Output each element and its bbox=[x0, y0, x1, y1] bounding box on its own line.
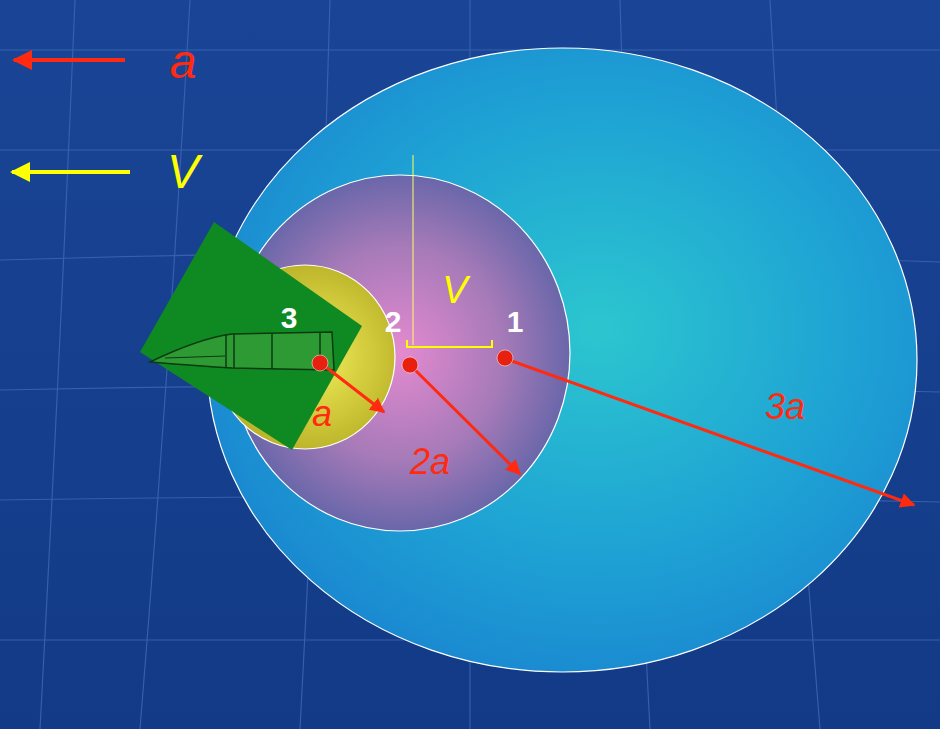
radius-label: a bbox=[312, 396, 332, 432]
radius-arrows bbox=[322, 359, 914, 505]
motion-label: V bbox=[167, 148, 199, 196]
point-number: 1 bbox=[507, 307, 524, 337]
velocity-arrow bbox=[12, 170, 130, 174]
radius-label: 2a bbox=[410, 444, 450, 480]
reference-line bbox=[413, 155, 414, 345]
point-number: 3 bbox=[281, 303, 298, 333]
motion-label: a bbox=[170, 38, 197, 86]
point-number: 2 bbox=[385, 307, 402, 337]
bullet-picture bbox=[140, 222, 362, 450]
distance-bracket bbox=[407, 340, 492, 347]
velocity-label: V bbox=[442, 271, 467, 309]
radius-label: 3a bbox=[765, 389, 805, 425]
source-points bbox=[312, 350, 513, 373]
wavefront-circle bbox=[207, 48, 917, 672]
acceleration-arrow bbox=[14, 58, 125, 62]
